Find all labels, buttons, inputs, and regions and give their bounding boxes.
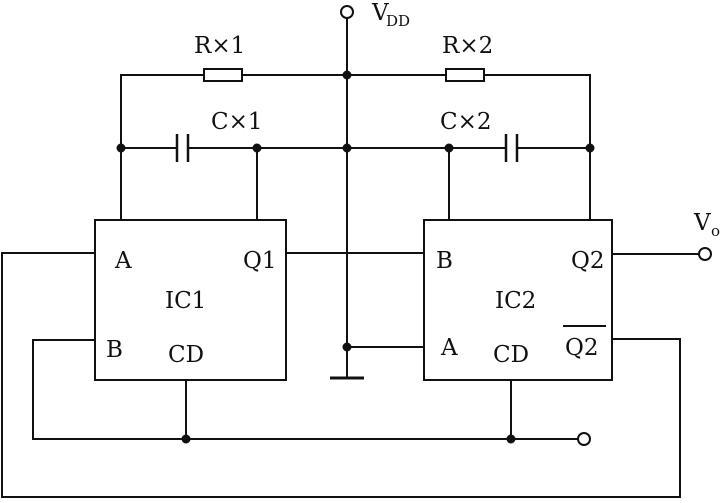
r2-label: R×2 [442,33,493,59]
ic1-pin-cd-label: CD [168,342,204,368]
wires [1,17,700,498]
junction-dot [506,434,516,444]
junction-dot [342,342,352,352]
capacitor-c1 [175,134,190,162]
bottom-terminal [577,432,591,446]
vdd-terminal [340,5,354,19]
junction-dot [342,70,352,80]
ic1-name-label: IC1 [165,288,206,314]
resistor-r2 [445,68,485,82]
resistor-r1 [203,68,243,82]
c2-label: C×2 [440,109,492,135]
junction-dot [342,143,352,153]
junction-dot [252,143,262,153]
ic2-pin-b-label: B [436,248,453,274]
junction-dots [116,70,595,444]
junction-dot [181,434,191,444]
c1-label: C×1 [211,109,263,135]
vdd-subscript: DD [386,12,410,30]
ic2-name-label: IC2 [495,288,536,314]
ic2-pin-cd-label: CD [493,342,529,368]
vo-terminal [698,247,712,261]
ic1-pin-b-label: B [106,337,123,363]
ic2-pin-q2bar-label: Q2 [565,335,599,361]
r1-label: R×1 [194,33,245,59]
vo-subscript: o [711,222,720,240]
ic1-pin-q1-label: Q1 [243,248,277,274]
ic2-box [423,219,613,381]
ic2-pin-a-label: A [440,335,458,361]
ic1-box [94,219,287,381]
capacitor-c2 [504,134,519,162]
junction-dot [116,143,126,153]
vdd-label: V [371,0,389,26]
ic1-pin-a-label: A [114,248,132,274]
junction-dot [444,143,454,153]
ic2-pin-q2-label: Q2 [571,248,605,274]
vo-label: V [693,210,711,236]
q2bar-feedback-wire [1,252,681,498]
ic1b-wire [32,339,579,440]
junction-dot [585,143,595,153]
